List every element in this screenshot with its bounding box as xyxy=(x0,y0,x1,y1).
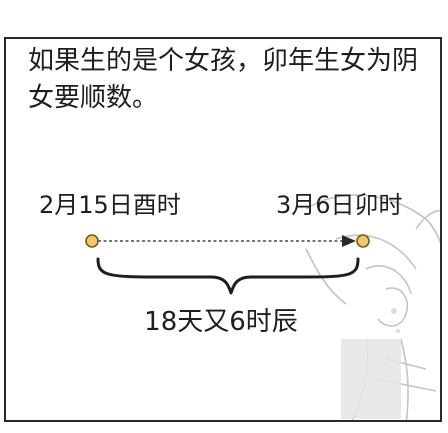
end-date-label: 3月6日卯时 xyxy=(276,191,403,219)
caption-line-1: 如果生的是个女孩，卯年生女为阴 xyxy=(28,46,419,76)
comic-panel: 如果生的是个女孩，卯年生女为阴 女要顺数。 2月15日酉时 3月6日卯时 18天… xyxy=(4,37,442,422)
caption-text: 如果生的是个女孩，卯年生女为阴 女要顺数。 xyxy=(28,43,433,117)
caption-line-2: 女要顺数。 xyxy=(28,83,159,113)
start-date-label: 2月15日酉时 xyxy=(39,191,181,219)
background-sketch-illustration xyxy=(305,194,440,420)
duration-label: 18天又6时辰 xyxy=(144,307,298,337)
end-marker-icon xyxy=(356,234,370,248)
start-marker-icon xyxy=(85,234,99,248)
arrow-head-icon xyxy=(342,235,356,247)
timeline-diagram xyxy=(85,234,370,295)
curly-brace-icon xyxy=(96,257,360,295)
